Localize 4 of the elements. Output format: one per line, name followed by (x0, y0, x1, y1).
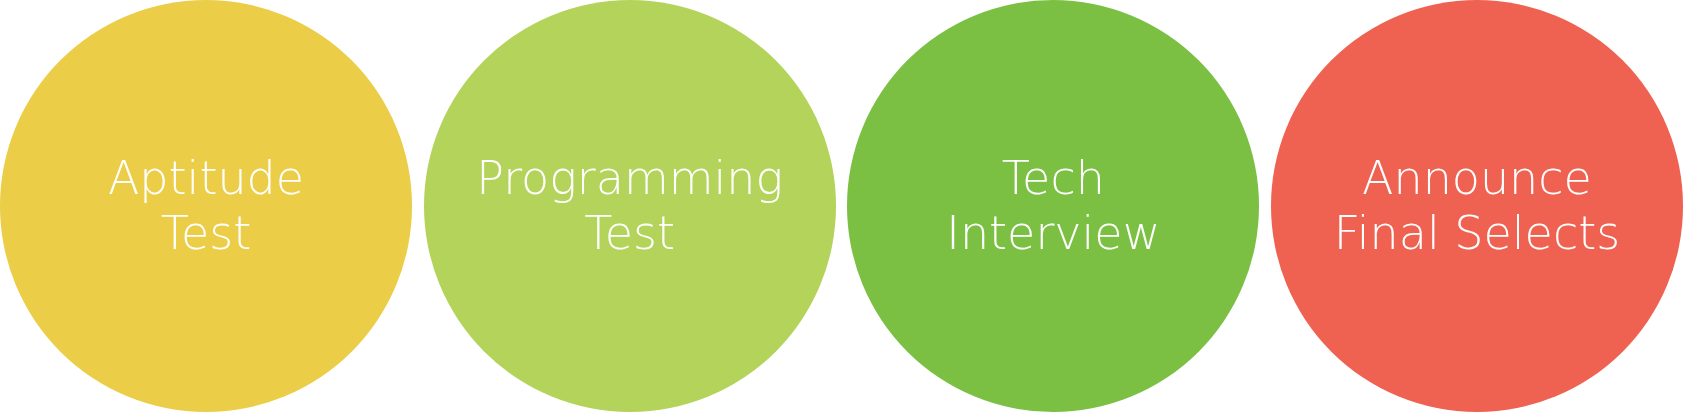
stage-label: Programming Test (475, 150, 785, 262)
stage-label: Announce Final Selects (1332, 150, 1622, 262)
stage-label: Tech Interview (945, 150, 1162, 262)
stage-label: Aptitude Test (106, 150, 306, 262)
